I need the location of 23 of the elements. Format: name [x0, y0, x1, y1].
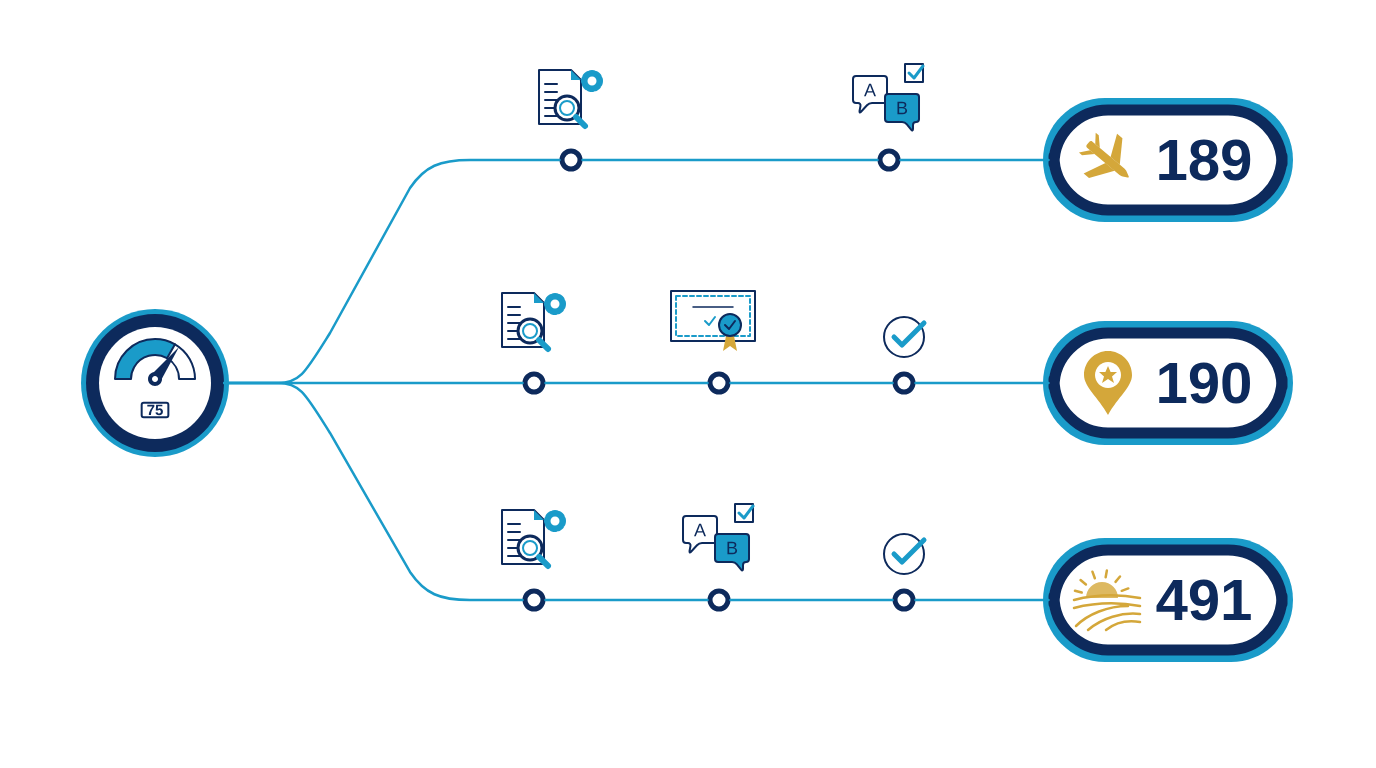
value-pill: 491: [1043, 538, 1293, 662]
connector-line: [581, 158, 879, 162]
speech-bubble: A: [852, 75, 888, 114]
step-dot: [559, 148, 583, 172]
connector-line: [914, 381, 1050, 385]
value-pill: 190: [1043, 321, 1293, 445]
connector-line: [899, 158, 1050, 162]
step-dot: [892, 588, 916, 612]
step-dot: [522, 371, 546, 395]
step-dot: [877, 148, 901, 172]
connector-line: [544, 598, 709, 602]
value-pill: 189: [1043, 98, 1293, 222]
connector-line: [729, 598, 894, 602]
step-dot: [522, 588, 546, 612]
connector-line: [544, 381, 709, 385]
connector-line: [914, 598, 1050, 602]
gauge-readout: 75: [140, 401, 170, 419]
connector-line: [222, 381, 524, 602]
speech-bubble: A: [682, 515, 718, 554]
step-dot: [707, 371, 731, 395]
step-dot: [707, 588, 731, 612]
step-dot: [892, 371, 916, 395]
connector-line: [729, 381, 894, 385]
